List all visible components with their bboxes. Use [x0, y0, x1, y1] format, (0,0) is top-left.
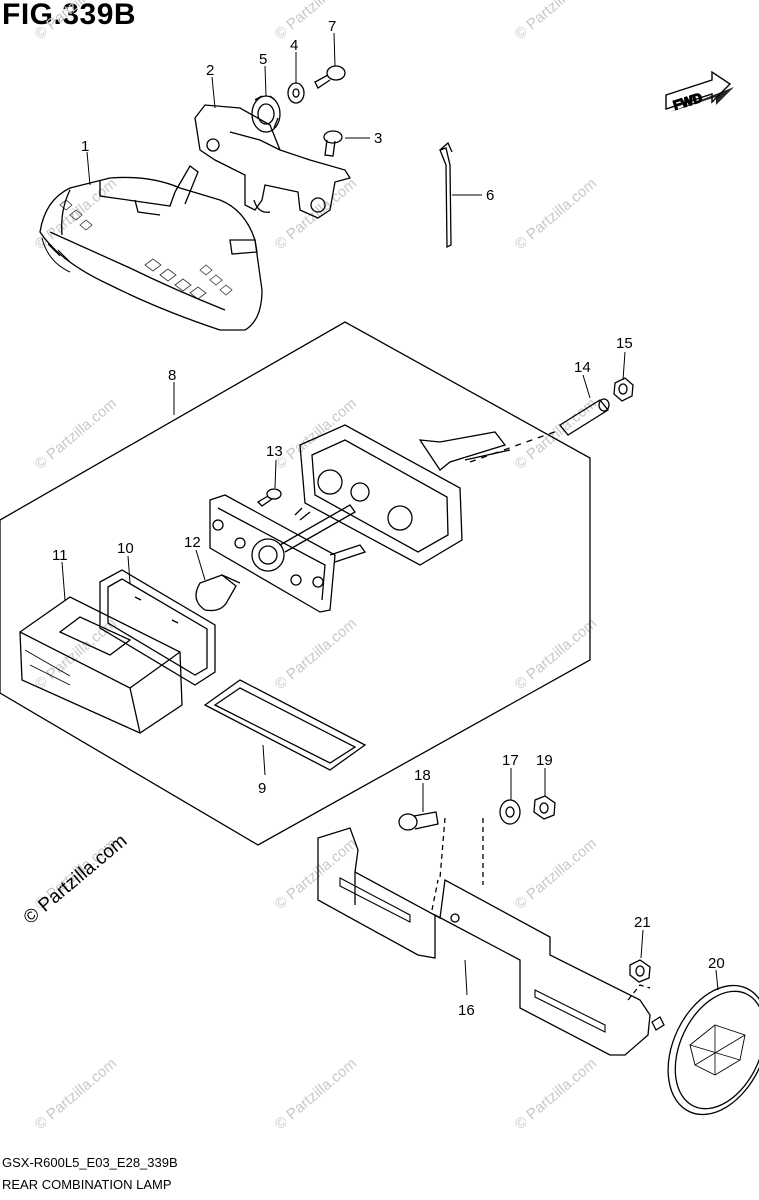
lens-gasket-frame: [99, 569, 216, 686]
watermark-text: © Partzilla.com: [272, 615, 360, 693]
watermark-text: © Partzilla.com: [512, 0, 600, 43]
cable-tie-6: [439, 141, 453, 249]
callout-10: 10: [117, 540, 134, 557]
watermark-text: © Partzilla.com: [512, 1055, 600, 1133]
callout-19: 19: [536, 752, 553, 769]
lens-gasket: [203, 679, 367, 771]
watermark-text: © Partzilla.com: [272, 395, 360, 473]
callout-3: 3: [374, 130, 382, 147]
watermark-text: © Partzilla.com: [512, 395, 600, 473]
spacer-14: [559, 398, 610, 436]
figure-caption: REAR COMBINATION LAMP: [2, 1177, 172, 1192]
callout-16: 16: [458, 1002, 475, 1019]
callout-labels: 1 2 3 4 5 6 7 8 9 10 11 12 13 14 15 16 1…: [52, 18, 725, 1019]
lamp-housing: [299, 424, 561, 566]
watermark-text: © Partzilla.com: [512, 615, 600, 693]
watermark-text: © Partzilla.com: [272, 0, 360, 43]
leader-lines: [61, 32, 719, 996]
callout-17: 17: [502, 752, 519, 769]
watermark-text: © Partzilla.com: [512, 175, 600, 253]
bolt-3: [323, 130, 343, 157]
callout-13: 13: [266, 443, 283, 460]
callout-4: 4: [290, 37, 298, 54]
callout-6: 6: [486, 187, 494, 204]
license-plate-bracket: [317, 817, 665, 1056]
callout-14: 14: [574, 359, 591, 376]
tail-lamp-assembly: [39, 165, 263, 331]
screw-13: [256, 488, 282, 507]
nut-21: [629, 959, 651, 983]
watermark-layer: © Partzilla.com © Partzilla.com © Partzill…: [32, 0, 600, 1133]
watermark-text: © Partzilla.com: [32, 395, 120, 473]
callout-8: 8: [168, 367, 176, 384]
watermark-text: © Partzilla.com: [512, 835, 600, 913]
callout-11: 11: [52, 547, 68, 564]
watermark-text: © Partzilla.com: [272, 175, 360, 253]
fwd-arrow: FWD: [665, 70, 734, 113]
socket-plate: [209, 494, 367, 613]
figure-footer: GSX-R600L5_E03_E28_339B REAR COMBINATION…: [2, 1152, 178, 1196]
nut-15: [613, 377, 634, 402]
washer-17: [499, 799, 521, 825]
callout-12: 12: [184, 534, 201, 551]
callout-20: 20: [708, 955, 725, 972]
callout-15: 15: [616, 335, 633, 352]
callout-5: 5: [259, 51, 267, 68]
bulb-12: [195, 574, 241, 612]
watermark-main: © Partzilla.com: [20, 830, 132, 928]
callout-18: 18: [414, 767, 431, 784]
callout-9: 9: [258, 780, 266, 797]
screw-7: [314, 65, 346, 89]
license-lamp-boundary: [0, 321, 591, 846]
lamp-bracket: [194, 104, 352, 219]
watermark-text: © Partzilla.com: [272, 835, 360, 913]
bolt-18: [398, 811, 439, 831]
watermark-text: © Partzilla.com: [272, 1055, 360, 1133]
washer-4: [287, 82, 305, 104]
figure-title: FIG.339B: [2, 0, 137, 31]
cushion-5: [251, 95, 281, 133]
callout-21: 21: [634, 914, 651, 931]
watermark-text: © Partzilla.com: [32, 1055, 120, 1133]
figure-code: GSX-R600L5_E03_E28_339B: [2, 1155, 178, 1170]
watermark-text: © Partzilla.com: [32, 0, 120, 43]
callout-1: 1: [81, 138, 89, 155]
callout-7: 7: [328, 18, 336, 35]
nut-19: [533, 795, 556, 820]
lamp-lens: [19, 596, 183, 734]
reflector-20: [667, 984, 759, 1116]
callout-2: 2: [206, 62, 214, 79]
